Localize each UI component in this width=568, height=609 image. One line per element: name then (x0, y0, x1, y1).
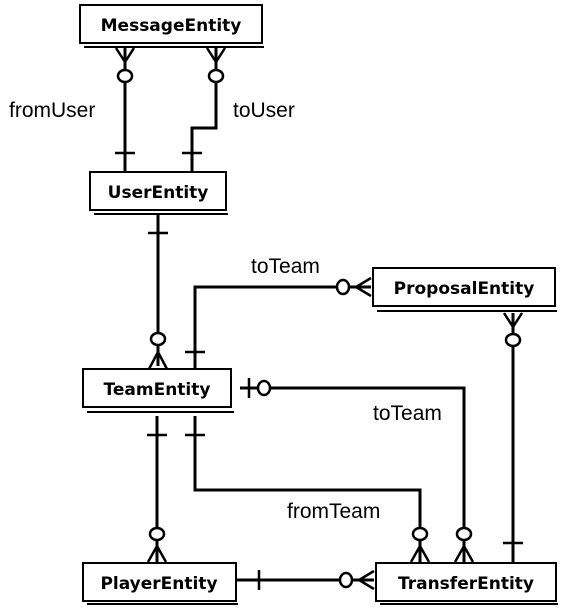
crowfoot-circle-icon (338, 569, 375, 591)
entity-proposal-label: ProposalEntity (394, 279, 535, 299)
label-proposal-to-team: toTeam (251, 255, 320, 278)
label-from-user: fromUser (9, 99, 95, 122)
bar-circle-icon (247, 378, 272, 398)
relationship-labels: fromUser toUser toTeam toTeam fromTeam (9, 99, 442, 523)
entity-message[interactable]: MessageEntity (79, 4, 264, 48)
entity-proposal[interactable]: ProposalEntity (372, 267, 557, 312)
entity-team-label: TeamEntity (104, 380, 211, 400)
crowfoot-circle-icon (147, 331, 169, 370)
rel-proposal-to-team-line[interactable] (193, 285, 371, 369)
label-from-team: fromTeam (287, 500, 380, 523)
crowfoot-circle-icon (453, 526, 475, 563)
entity-transfer[interactable]: TransferEntity (375, 562, 558, 605)
rel-from-team-line[interactable] (193, 416, 422, 562)
rel-to-user-line[interactable] (190, 48, 218, 172)
entity-player-label: PlayerEntity (100, 574, 217, 594)
entity-user[interactable]: UserEntity (89, 171, 228, 215)
entity-team[interactable]: TeamEntity (82, 368, 234, 413)
rel-transfer-to-team-line[interactable] (240, 386, 466, 562)
crowfoot-circle-icon (205, 47, 227, 84)
entity-player[interactable]: PlayerEntity (82, 562, 238, 605)
crowfoot-circle-icon (502, 312, 524, 348)
entity-message-label: MessageEntity (101, 16, 242, 36)
label-to-user: toUser (233, 99, 295, 122)
entity-transfer-label: TransferEntity (398, 574, 534, 594)
relationship-lines (123, 48, 515, 582)
label-transfer-to-team: toTeam (373, 402, 442, 425)
crowfoot-circle-icon (335, 276, 372, 298)
crowfoot-circle-icon (146, 526, 168, 563)
crowfoot-circle-icon (409, 526, 431, 563)
crowfoot-circle-icon (114, 47, 136, 84)
cardinality-markers (114, 47, 524, 591)
entity-user-label: UserEntity (108, 183, 209, 203)
